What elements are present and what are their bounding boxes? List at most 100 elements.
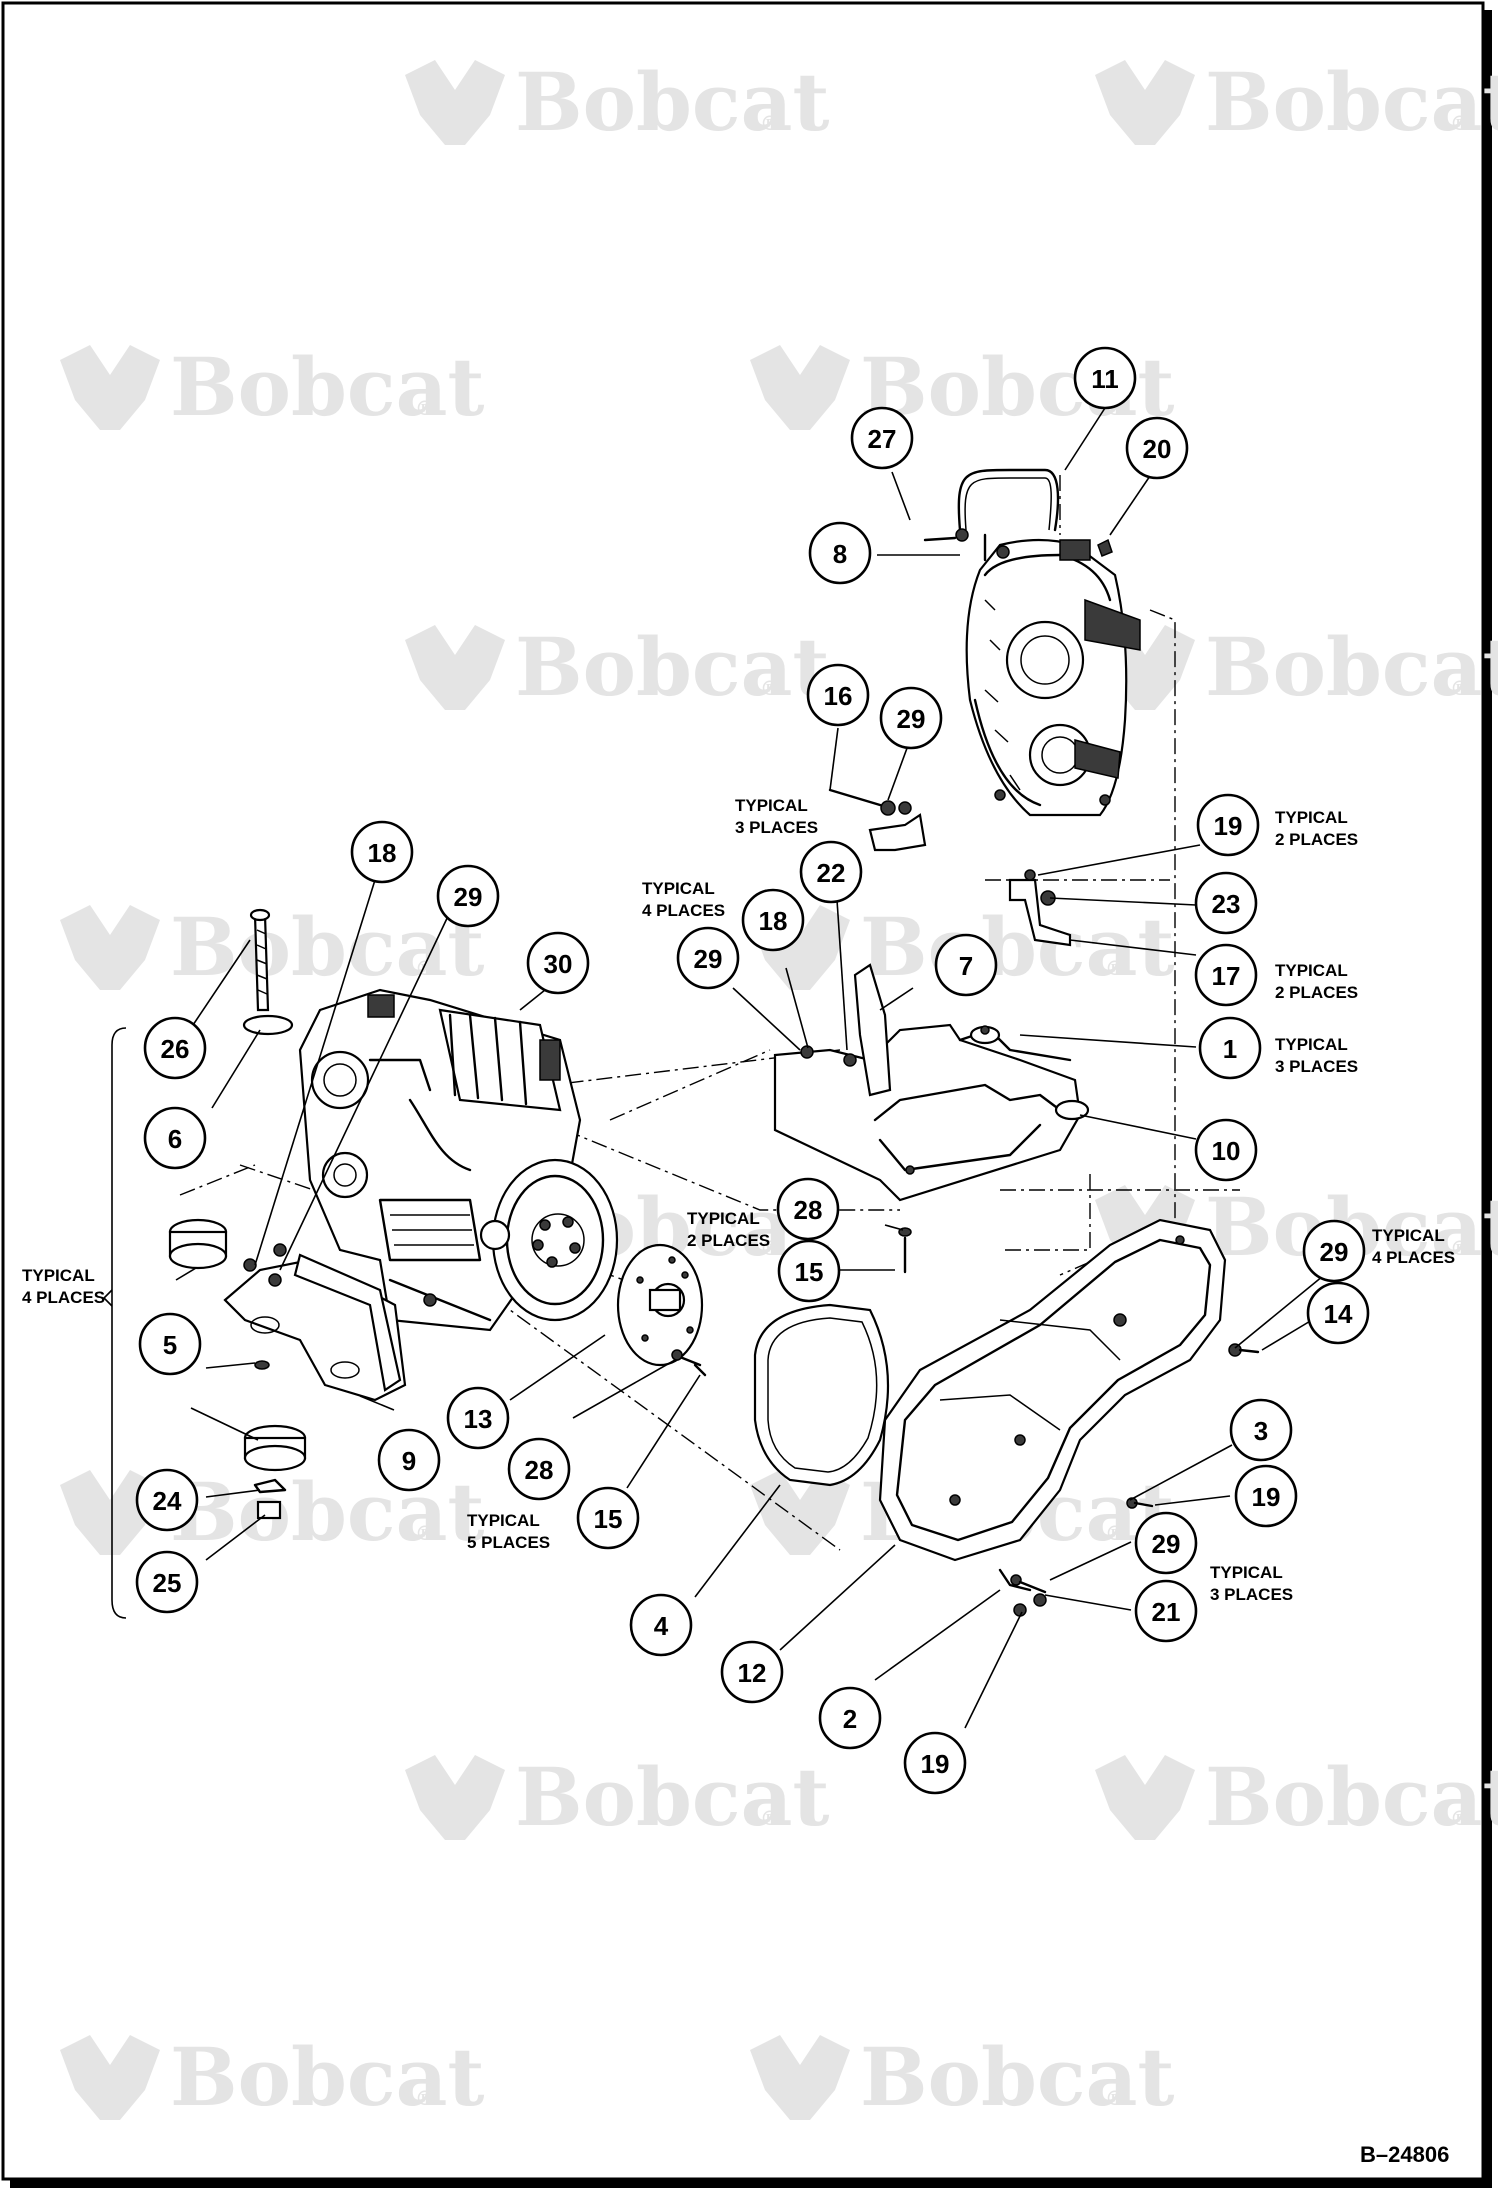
- bobcat-logo-icon: [60, 2035, 160, 2120]
- watermark-registered-mark: ®: [415, 2086, 435, 2110]
- watermark-registered-mark: ®: [1105, 956, 1125, 980]
- svg-text:12: 12: [738, 1658, 767, 1688]
- watermark-registered-mark: ®: [760, 111, 780, 135]
- watermark-registered-mark: ®: [1450, 111, 1470, 135]
- bobcat-logo-icon: [60, 345, 160, 430]
- svg-text:6: 6: [168, 1124, 182, 1154]
- callout-14: 14: [1306, 1281, 1370, 1345]
- svg-text:4: 4: [654, 1611, 669, 1641]
- svg-text:14: 14: [1324, 1299, 1353, 1329]
- callout-28: 28: [776, 1177, 840, 1241]
- bobcat-watermark: Bobcat®: [405, 55, 829, 149]
- callout-4: 4: [629, 1593, 693, 1657]
- watermark-registered-mark: ®: [760, 1806, 780, 1830]
- svg-text:15: 15: [594, 1504, 623, 1534]
- isolators: [168, 1218, 307, 1520]
- svg-text:23: 23: [1212, 889, 1241, 919]
- svg-text:26: 26: [161, 1034, 190, 1064]
- callout-19: 19: [903, 1731, 967, 1795]
- gearbox: [965, 538, 1141, 817]
- callout-19: 19: [1196, 793, 1260, 857]
- watermark-brand-text: Bobcat: [1205, 1750, 1498, 1844]
- bobcat-watermark: Bobcat®: [1095, 1750, 1498, 1844]
- watermark-brand-text: Bobcat: [170, 900, 484, 994]
- svg-text:19: 19: [1252, 1482, 1281, 1512]
- svg-text:28: 28: [525, 1455, 554, 1485]
- callout-29: 29: [1134, 1511, 1198, 1575]
- bobcat-logo-icon: [405, 625, 505, 710]
- svg-text:16: 16: [824, 681, 853, 711]
- watermark-registered-mark: ®: [1450, 1806, 1470, 1830]
- watermark-registered-mark: ®: [1105, 2086, 1125, 2110]
- svg-text:20: 20: [1143, 434, 1172, 464]
- callout-18: 18: [741, 888, 805, 952]
- callout-10: 10: [1194, 1118, 1258, 1182]
- flywheel: [479, 1158, 619, 1322]
- callout-layer: 11 27 20 8 16 29 18 29 30 22 18 29 7 19 …: [135, 346, 1370, 1795]
- callout-28: 28: [507, 1437, 571, 1501]
- svg-text:29: 29: [1152, 1529, 1181, 1559]
- mount-frame: [773, 963, 1090, 1202]
- watermark-brand-text: Bobcat: [860, 2030, 1174, 2124]
- svg-text:29: 29: [1320, 1237, 1349, 1267]
- callout-9: 9: [377, 1428, 441, 1492]
- callout-19: 19: [1234, 1464, 1298, 1528]
- callout-30: 30: [526, 931, 590, 995]
- callout-23: 23: [1194, 871, 1258, 935]
- callout-13: 13: [446, 1386, 510, 1450]
- watermark-brand-text: Bobcat: [1205, 55, 1498, 149]
- callout-24: 24: [135, 1468, 199, 1532]
- watermark-brand-text: Bobcat: [170, 2030, 484, 2124]
- svg-text:10: 10: [1212, 1136, 1241, 1166]
- watermark-registered-mark: ®: [760, 1236, 780, 1260]
- svg-text:24: 24: [153, 1486, 182, 1516]
- drive-plate: [616, 1243, 704, 1367]
- callout-16: 16: [806, 663, 870, 727]
- watermark-registered-mark: ®: [1450, 1236, 1470, 1260]
- svg-text:22: 22: [817, 858, 846, 888]
- watermark-registered-mark: ®: [1450, 676, 1470, 700]
- callout-12: 12: [720, 1640, 784, 1704]
- bobcat-watermark: Bobcat®: [750, 2030, 1174, 2124]
- watermark-brand-text: Bobcat: [1205, 620, 1498, 714]
- callout-3: 3: [1229, 1398, 1293, 1462]
- bobcat-watermark: Bobcat®: [60, 900, 484, 994]
- svg-text:30: 30: [544, 949, 573, 979]
- bobcat-logo-icon: [750, 345, 850, 430]
- svg-text:13: 13: [464, 1404, 493, 1434]
- svg-text:1: 1: [1223, 1034, 1237, 1064]
- callout-26: 26: [143, 1016, 207, 1080]
- callout-29: 29: [436, 864, 500, 928]
- callout-29: 29: [879, 686, 943, 750]
- callout-6: 6: [143, 1106, 207, 1170]
- watermark-registered-mark: ®: [760, 676, 780, 700]
- svg-text:17: 17: [1212, 961, 1241, 991]
- bobcat-logo-icon: [1095, 60, 1195, 145]
- watermark-brand-text: Bobcat: [170, 1465, 484, 1559]
- watermark-brand-text: Bobcat: [515, 55, 829, 149]
- bobcat-watermark: Bobcat®: [405, 1750, 829, 1844]
- svg-text:18: 18: [759, 906, 788, 936]
- callout-18: 18: [350, 820, 414, 884]
- watermark-registered-mark: ®: [415, 956, 435, 980]
- svg-text:18: 18: [368, 838, 397, 868]
- watermark-brand-text: Bobcat: [515, 620, 829, 714]
- watermark-registered-mark: ®: [415, 396, 435, 420]
- svg-text:2: 2: [843, 1704, 857, 1734]
- bobcat-watermark: Bobcat®: [405, 620, 829, 714]
- callout-1: 1: [1198, 1016, 1262, 1080]
- bobcat-logo-icon: [1095, 1755, 1195, 1840]
- callout-2: 2: [818, 1686, 882, 1750]
- bobcat-logo-icon: [60, 1470, 160, 1555]
- svg-text:7: 7: [959, 951, 973, 981]
